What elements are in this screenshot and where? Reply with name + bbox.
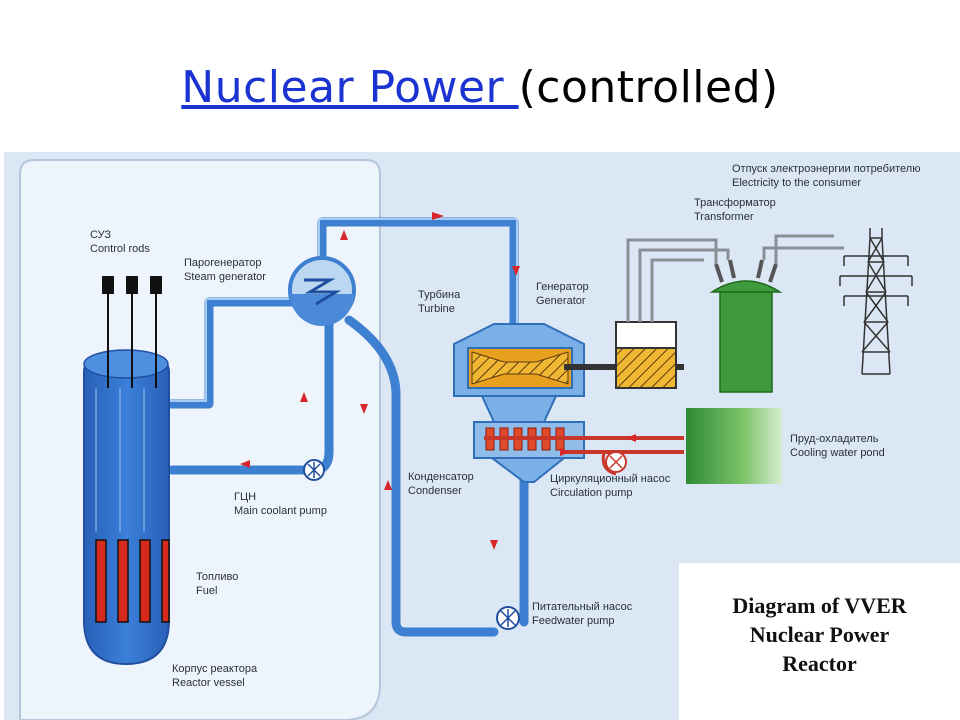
consumer-label-en: Electricity to the consumer [732,177,861,189]
flow-arrows [240,212,636,550]
title-suffix: (controlled) [518,62,779,113]
fuel-assemblies [95,539,170,623]
steam-generator [288,256,356,326]
pond-label-ru: Пруд-охладитель [790,433,879,445]
nuclear-power-link[interactable]: Nuclear Power [181,62,519,113]
control-rods-label-ru: СУЗ [90,229,111,241]
feedwater-pump-label-ru: Питательный насос [532,601,633,613]
generator-label-en: Generator [536,295,586,307]
circulation-pump-label-ru: Циркуляционный насос [550,473,671,485]
diagram-caption: Diagram of VVER Nuclear Power Reactor [679,591,960,678]
page-title: Nuclear Power (controlled) [0,62,960,113]
reactor-vessel-label-ru: Корпус реактора [172,663,258,675]
turbine-label-en: Turbine [418,303,455,315]
condenser-label-ru: Конденсатор [408,471,474,483]
turbine-label-ru: Турбина [418,289,461,301]
steam-generator-label-en: Steam generator [184,271,266,283]
caption-line-2: Nuclear Power [749,622,890,647]
fuel-label-ru: Топливо [196,571,238,583]
power-cables [626,234,844,322]
consumer-label-ru: Отпуск электроэнергии потребителю [732,163,920,175]
pond-label-en: Cooling water pond [790,447,885,459]
circulation-pump [601,451,627,476]
transformer [709,259,783,393]
transformer-label-en: Transformer [694,211,754,223]
feedwater-pump [496,606,520,630]
circulation-pump-label-en: Circulation pump [550,487,633,499]
vver-diagram: СУЗ Control rods Парогенератор Steam gen… [4,152,960,720]
generator [615,321,677,389]
fuel-label-en: Fuel [196,585,217,597]
caption-line-1: Diagram of VVER [732,593,907,618]
condenser [473,421,684,483]
caption-line-3: Reactor [782,651,857,676]
condenser-label-en: Condenser [408,485,462,497]
diagram-caption-box: Diagram of VVER Nuclear Power Reactor [679,563,960,720]
main-coolant-pump [303,459,325,481]
control-rods-label-en: Control rods [90,243,150,255]
steam-generator-label-ru: Парогенератор [184,257,261,269]
main-coolant-pump-label-en: Main coolant pump [234,505,327,517]
generator-label-ru: Генератор [536,281,589,293]
cooling-water-pond [686,408,782,484]
transmission-tower [839,228,913,375]
transformer-label-ru: Трансформатор [694,197,776,209]
main-coolant-pump-label-ru: ГЦН [234,491,256,503]
reactor-vessel-label-en: Reactor vessel [172,677,245,689]
feedwater-pump-label-en: Feedwater pump [532,615,615,627]
control-rods [95,276,162,532]
